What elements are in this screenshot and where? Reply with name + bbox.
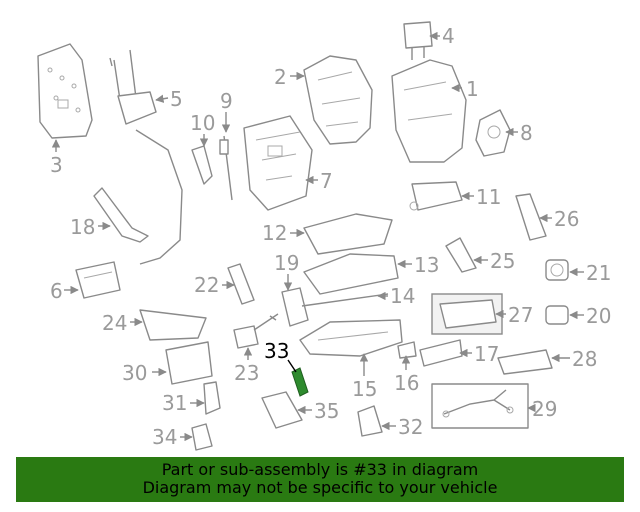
part-30-panel[interactable] xyxy=(165,341,213,385)
part-22-cover[interactable] xyxy=(227,263,255,305)
callout-14: 14 xyxy=(390,284,415,308)
part-18-recliner-lever[interactable] xyxy=(93,129,183,265)
callout-23: 23 xyxy=(234,361,259,385)
callout-20: 20 xyxy=(586,304,611,328)
callout-7: 7 xyxy=(320,169,333,193)
part-28-cover[interactable] xyxy=(497,349,553,375)
part-7-seat-frame[interactable] xyxy=(243,115,313,211)
info-banner: Part or sub-assembly is #33 in diagram D… xyxy=(16,457,624,502)
callout-4: 4 xyxy=(442,24,455,48)
callout-15: 15 xyxy=(352,377,377,401)
callout-34: 34 xyxy=(152,425,177,449)
callout-22: 22 xyxy=(194,273,219,297)
part-16-bracket[interactable] xyxy=(397,341,417,359)
banner-line-1: Part or sub-assembly is #33 in diagram xyxy=(161,460,479,479)
part-25-panel[interactable] xyxy=(445,237,477,273)
callout-8: 8 xyxy=(520,121,533,145)
callout-numbers: 1 2 3 4 5 6 7 8 9 10 11 12 13 14 15 16 1… xyxy=(50,24,611,449)
part-19-bezel[interactable] xyxy=(281,287,309,327)
banner-line-2: Diagram may not be specific to your vehi… xyxy=(142,478,498,497)
callout-19: 19 xyxy=(274,251,299,275)
callout-27: 27 xyxy=(508,303,533,327)
part-11-trim[interactable] xyxy=(409,181,463,211)
part-14-wire[interactable] xyxy=(301,293,389,307)
part-26-cover[interactable] xyxy=(515,193,547,241)
part-27-cover[interactable] xyxy=(431,293,503,335)
part-15-seat-track[interactable] xyxy=(299,319,403,357)
part-21-switch[interactable] xyxy=(545,259,569,281)
part-23-harness[interactable] xyxy=(233,313,279,349)
part-32-trim[interactable] xyxy=(357,405,383,437)
callout-9: 9 xyxy=(220,89,233,113)
part-31-cover[interactable] xyxy=(203,381,221,415)
part-17-trim[interactable] xyxy=(419,339,463,367)
callout-32: 32 xyxy=(398,415,423,439)
part-9-rod[interactable] xyxy=(219,135,233,201)
callout-17: 17 xyxy=(474,342,499,366)
callout-21: 21 xyxy=(586,261,611,285)
part-13-cushion-cover[interactable] xyxy=(303,253,399,295)
part-6-module[interactable] xyxy=(75,261,121,299)
part-10-handle[interactable] xyxy=(191,145,213,185)
callout-31: 31 xyxy=(162,391,187,415)
callout-6: 6 xyxy=(50,279,63,303)
part-34-clip[interactable] xyxy=(191,423,213,451)
callout-10: 10 xyxy=(190,111,215,135)
callout-12: 12 xyxy=(262,221,287,245)
callout-18: 18 xyxy=(70,215,95,239)
callout-33: 33 xyxy=(264,339,289,363)
callout-16: 16 xyxy=(394,371,419,395)
part-35-cover[interactable] xyxy=(261,391,303,429)
part-12-cushion-pad[interactable] xyxy=(303,213,393,255)
part-29-harness[interactable] xyxy=(431,383,529,429)
callout-13: 13 xyxy=(414,253,439,277)
callout-5: 5 xyxy=(170,87,183,111)
callout-25: 25 xyxy=(490,249,515,273)
part-24-trim[interactable] xyxy=(139,309,207,341)
part-2-seatback-pad[interactable] xyxy=(303,55,373,145)
part-33-highlighted[interactable] xyxy=(291,367,309,397)
part-1-seatback-cover[interactable] xyxy=(391,59,467,163)
callout-30: 30 xyxy=(122,361,147,385)
callout-11: 11 xyxy=(476,185,501,209)
part-8-bracket[interactable] xyxy=(475,109,511,157)
part-5-headrest-guides[interactable] xyxy=(109,49,157,125)
callout-24: 24 xyxy=(102,311,127,335)
callout-3: 3 xyxy=(50,153,63,177)
callout-2: 2 xyxy=(274,65,287,89)
part-4-headrest[interactable] xyxy=(403,21,433,60)
part-3-seatback-panel[interactable] xyxy=(37,43,93,139)
callout-28: 28 xyxy=(572,347,597,371)
callout-26: 26 xyxy=(554,207,579,231)
part-20-knob[interactable] xyxy=(545,305,569,325)
callout-35: 35 xyxy=(314,399,339,423)
callout-29: 29 xyxy=(532,397,557,421)
callout-1: 1 xyxy=(466,77,479,101)
leader-lines xyxy=(51,31,584,442)
